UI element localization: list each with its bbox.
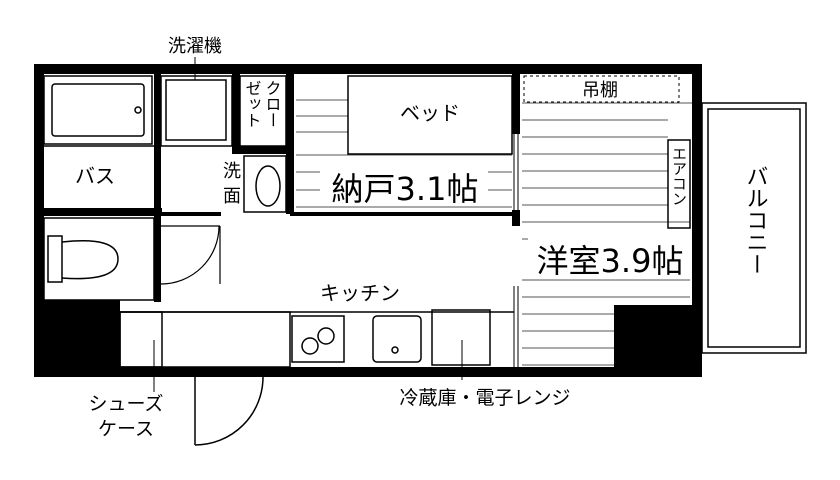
bathtub [43,75,154,147]
washer-label: 洗濯機 [168,36,222,57]
aircon-unit [667,139,691,229]
interior-walls [44,74,520,302]
aircon-label: エアコン [670,146,688,206]
western-room-floor [522,102,695,366]
shoe-case [119,311,163,368]
balcony-label: バルコニー [743,165,768,275]
entrance-door [194,376,264,446]
bed [347,75,513,155]
sliding-doors [513,110,699,367]
western-room-label: 洋室3.9帖 [537,242,684,280]
kitchen-label: キッチン [320,281,400,305]
toilet-door [160,225,221,285]
storage-room-label: 納戸3.1帖 [332,170,479,208]
kitchen-counter [119,309,514,368]
bath-label: バス [75,164,115,188]
leader-lines [153,57,463,392]
shoe-case-label-1: シューズ [88,393,163,415]
wash-label-1: 洗 [223,161,241,182]
washbasin [243,155,287,213]
fridge-microwave-label: 冷蔵庫・電子レンジ [399,387,570,409]
shoe-case-label-2: ケース [98,418,154,440]
exterior-walls [34,64,702,377]
closet-label-col2: クロー [263,80,282,128]
bed-label: ベッド [400,101,460,125]
wash-label-2: 面 [223,186,241,207]
hanging-shelf-label: 吊棚 [582,80,618,101]
hanging-shelf [523,75,680,103]
washer-space [160,75,233,147]
storage-room-floor [296,99,512,208]
toilet [43,217,155,301]
balcony [701,102,807,354]
closet-label-col1: ゼット [243,80,262,128]
closet [239,75,287,147]
